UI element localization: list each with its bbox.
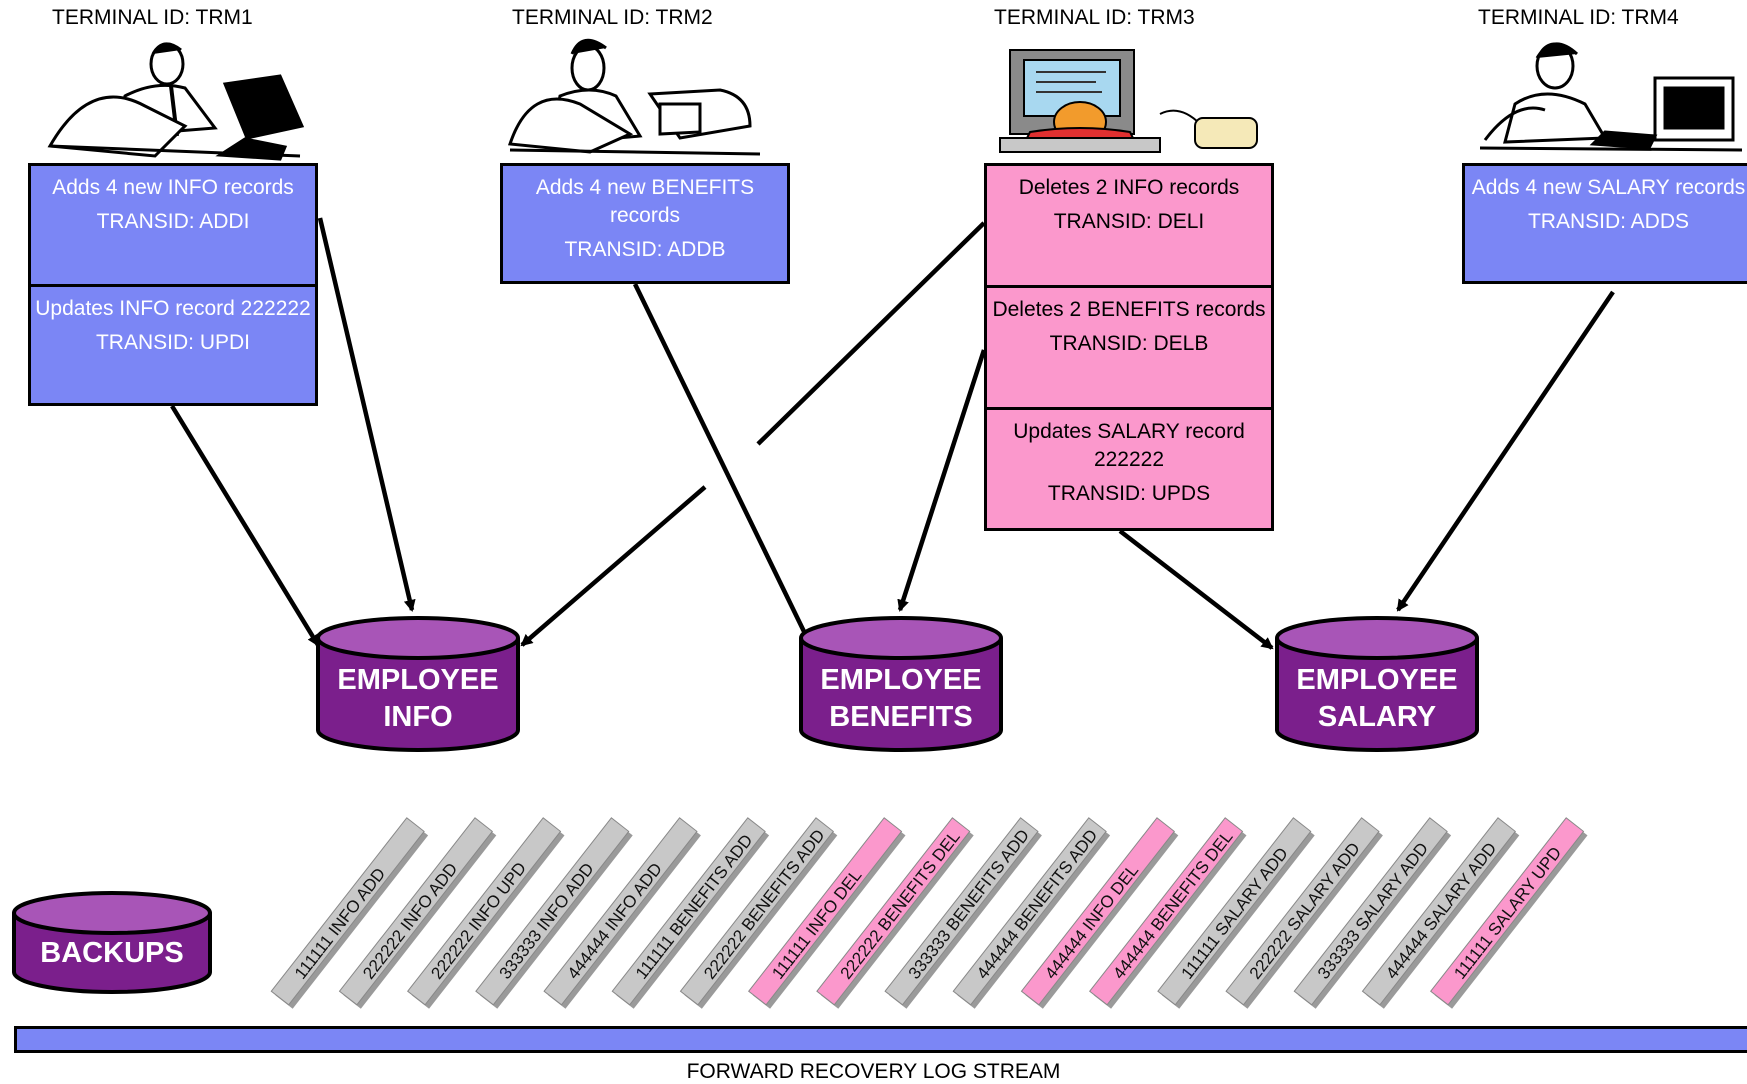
terminal-label-trm2: TERMINAL ID: TRM2 bbox=[512, 6, 713, 29]
log-record-label: 333333 BENEFITS ADD bbox=[905, 826, 1033, 983]
log-record-tag bbox=[1020, 817, 1176, 1006]
log-record-tag bbox=[270, 817, 425, 1006]
trm3-delb-description: Deletes 2 BENEFITS records bbox=[992, 298, 1266, 321]
log-record-label: 444444 BENEFITS ADD bbox=[973, 826, 1101, 983]
log-record-tag bbox=[748, 817, 903, 1006]
trm2-transaction-box: Adds 4 new BENEFITS records TRANSID: ADD… bbox=[500, 163, 790, 284]
trm4-adds-description: Adds 4 new SALARY records bbox=[1471, 176, 1746, 199]
trm3-deli-description: Deletes 2 INFO records bbox=[1018, 176, 1240, 199]
trm1-addi-transid: TRANSID: ADDI bbox=[96, 210, 250, 233]
trm3-upds-transid: TRANSID: UPDS bbox=[1047, 482, 1211, 505]
trm3-deli-transid: TRANSID: DELI bbox=[1053, 210, 1205, 233]
log-record-tag bbox=[679, 817, 835, 1006]
terminal-label-trm3: TERMINAL ID: TRM3 bbox=[994, 6, 1195, 29]
trm1-updi-transid: TRANSID: UPDI bbox=[95, 331, 250, 354]
trm1-addi-description: Adds 4 new INFO records bbox=[52, 176, 294, 199]
log-record-tag bbox=[1430, 817, 1585, 1006]
arrow-trm3-upds-to-salary bbox=[1118, 529, 1274, 650]
forward-recovery-log-stream-bar bbox=[14, 1026, 1747, 1053]
dataset-cylinder-salary bbox=[1275, 616, 1479, 752]
trm1-updi-description: Updates INFO record 222222 bbox=[35, 297, 311, 320]
log-record-tag bbox=[407, 817, 562, 1006]
arrow-trm4-to-salary bbox=[1396, 290, 1615, 612]
log-record-label: 222222 BENEFITS ADD bbox=[700, 826, 828, 983]
log-record-tag bbox=[611, 817, 766, 1006]
arrow-trm3-deli-to-info bbox=[520, 485, 707, 647]
forward-recovery-log-stream-caption: FORWARD RECOVERY LOG STREAM bbox=[686, 1060, 1061, 1083]
dataset-label-info: EMPLOYEE INFO bbox=[337, 664, 499, 733]
log-record-tag bbox=[475, 817, 630, 1006]
trm4-transaction-box: Adds 4 new SALARY records TRANSID: ADDS bbox=[1462, 163, 1747, 284]
log-record-tag bbox=[816, 817, 971, 1006]
log-record-tag bbox=[543, 817, 698, 1006]
log-record-tag bbox=[952, 817, 1107, 1006]
dataset-cylinder-benefits bbox=[799, 616, 1003, 752]
dataset-cylinder-info bbox=[316, 616, 520, 752]
person-at-terminal-icon bbox=[47, 42, 305, 161]
trm3-delb-transid: TRANSID: DELB bbox=[1049, 332, 1209, 355]
terminal-label-trm4: TERMINAL ID: TRM4 bbox=[1478, 6, 1679, 29]
person-at-terminal-icon bbox=[507, 38, 761, 156]
dataset-label-benefits: EMPLOYEE BENEFITS bbox=[820, 664, 982, 733]
log-record-tag bbox=[884, 817, 1039, 1006]
log-record-tag bbox=[1157, 817, 1312, 1006]
trm2-addb-description: Adds 4 new BENEFITS records bbox=[535, 176, 755, 227]
terminal-label-trm1: TERMINAL ID: TRM1 bbox=[52, 6, 253, 29]
log-record-tag bbox=[1089, 817, 1244, 1006]
dataset-cylinder-backups bbox=[12, 891, 212, 994]
child-at-computer-icon bbox=[999, 49, 1258, 153]
log-record-tag bbox=[1225, 817, 1380, 1006]
dataset-label-backups: BACKUPS bbox=[40, 937, 184, 969]
trm3-upds-description: Updates SALARY record 222222 bbox=[1013, 420, 1245, 471]
trm3-transaction-box: Deletes 2 INFO records TRANSID: DELI Del… bbox=[984, 163, 1274, 531]
trm4-adds-transid: TRANSID: ADDS bbox=[1527, 210, 1690, 233]
trm2-addb-transid: TRANSID: ADDB bbox=[564, 238, 726, 261]
arrow-trm1-updi-to-info bbox=[170, 404, 320, 647]
log-record-tag bbox=[338, 817, 494, 1006]
arrow-trm3-deli-line bbox=[756, 221, 986, 446]
arrow-trm1-addi-to-info bbox=[317, 217, 416, 612]
log-record-tag bbox=[1293, 817, 1448, 1006]
person-on-phone-at-terminal-icon bbox=[1479, 42, 1743, 152]
trm1-transaction-box: Adds 4 new INFO records TRANSID: ADDI Up… bbox=[28, 163, 318, 406]
dataset-label-salary: EMPLOYEE SALARY bbox=[1296, 664, 1458, 733]
arrow-trm3-delb-to-benefits bbox=[897, 349, 987, 612]
arrow-trm2-to-benefits bbox=[632, 283, 815, 650]
log-record-tag bbox=[1361, 817, 1517, 1006]
